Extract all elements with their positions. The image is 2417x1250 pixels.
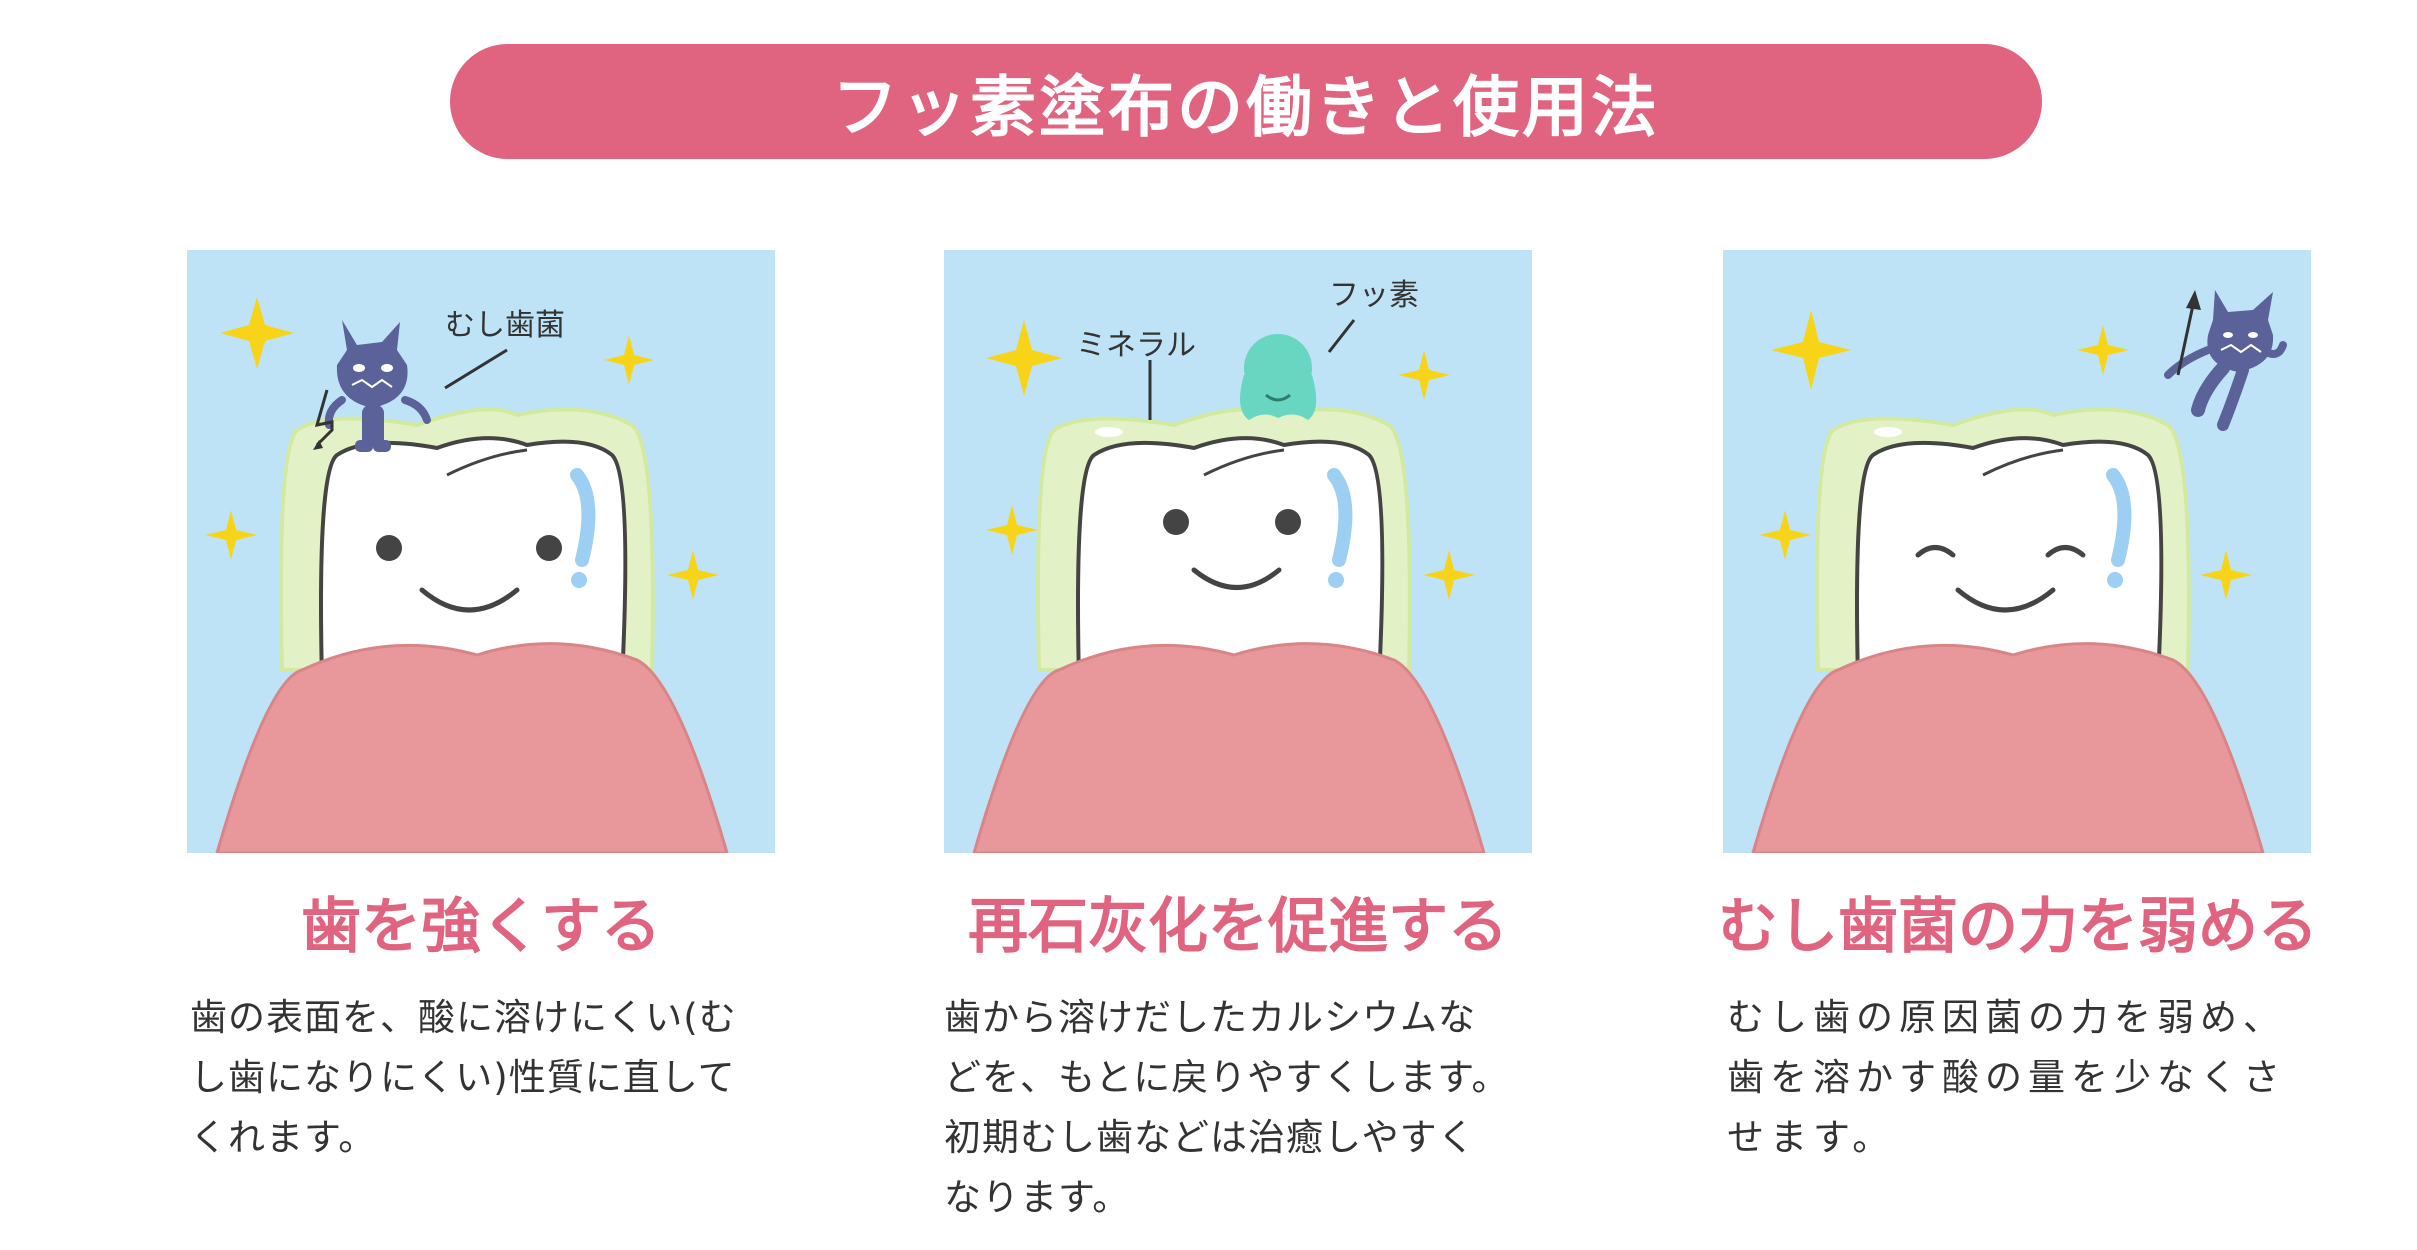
tooth-illustration: ミネラル フッ素 [972, 278, 1486, 853]
description-strengthen-teeth: 歯の表面を、酸に溶けにくい(む し歯になりにくい)性質に直して くれます。 [190, 988, 790, 1168]
tooth-face [1163, 509, 1301, 590]
description-line: 歯の表面を、酸に溶けにくい(む [190, 996, 737, 1039]
description-weaken-germs: むし歯の原因菌の力を弱め、 歯を溶かす酸の量を少なくさ せます。 [1727, 988, 2327, 1168]
tooth-illustration: むし歯菌 [205, 297, 729, 853]
description-line: なります。 [944, 1176, 1131, 1219]
callout-label-fluoride: フッ素 [1329, 278, 1419, 313]
fluoride-icon [1240, 334, 1317, 420]
description-line: 歯を溶かす酸の量を少なくさ [1727, 1056, 2286, 1099]
heading-weaken-germs: むし歯菌の力を弱める [1718, 892, 2318, 962]
sparkle-icon [1759, 310, 2252, 600]
cavity-germ-icon [313, 320, 431, 452]
tooth-face [1915, 545, 2086, 613]
page-title: フッ素塗布の働きと使用法 [832, 68, 1660, 146]
description-line: し歯になりにくい)性質に直して [190, 1056, 736, 1099]
sparkle-icon [986, 320, 1475, 600]
title-banner: フッ素塗布の働きと使用法 [450, 44, 2042, 159]
illustration-strengthen-teeth: むし歯菌 [187, 250, 775, 853]
description-line: くれます。 [190, 1116, 377, 1159]
illustration-weaken-germs [1723, 250, 2311, 853]
tooth-face [376, 535, 562, 613]
tooth-illustration [1751, 290, 2287, 853]
description-line: 初期むし歯などは治癒しやすく [944, 1116, 1476, 1159]
description-line: どを、もとに戻りやすくします。 [944, 1056, 1510, 1099]
description-line: せます。 [1727, 1116, 1896, 1159]
sparkle-icon [205, 297, 719, 600]
description-line: むし歯の原因菌の力を弱め、 [1727, 996, 2286, 1039]
heading-strengthen-teeth: 歯を強くする [301, 892, 661, 962]
heading-remineralization: 再石灰化を促進する [968, 892, 1508, 962]
description-remineralization: 歯から溶けだしたカルシウムな どを、もとに戻りやすくします。 初期むし歯などは治… [944, 988, 1544, 1228]
callout-label-mineral: ミネラル [1076, 328, 1196, 363]
callout-label-germ: むし歯菌 [445, 308, 565, 343]
description-line: 歯から溶けだしたカルシウムな [944, 996, 1476, 1039]
cavity-germ-icon [2164, 290, 2287, 431]
illustration-remineralization: ミネラル フッ素 [944, 250, 1532, 853]
